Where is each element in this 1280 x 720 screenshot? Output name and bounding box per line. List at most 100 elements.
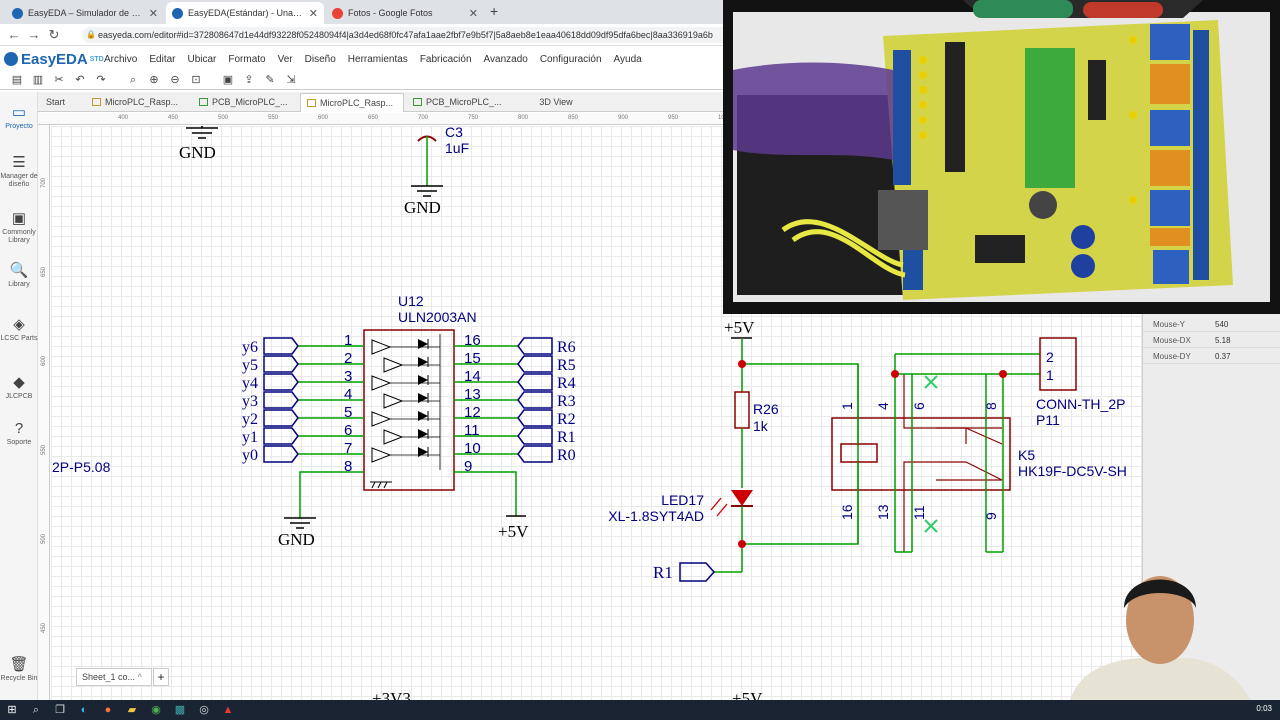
menu-9[interactable]: Avanzado: [483, 53, 528, 65]
net-flag-output[interactable]: [517, 391, 553, 409]
vcc-label: +5V: [498, 522, 529, 541]
connector-p11[interactable]: 2 1 CONN-TH_2P P11: [1036, 337, 1125, 428]
sidebar-item-4[interactable]: 🔍Library: [0, 262, 38, 289]
sidebar-item-3[interactable]: ▣Commonly Library: [0, 210, 38, 245]
sidebar-item-2[interactable]: ☰Manager de diseño: [0, 154, 38, 189]
app2-icon[interactable]: ◎: [199, 704, 209, 716]
resistor-r26[interactable]: R26 1k: [734, 391, 779, 434]
browser-tab-3[interactable]: Fotos - Google Fotos ✕: [326, 2, 484, 24]
file-icon[interactable]: ▤: [11, 73, 23, 86]
doc-tab-3[interactable]: PCB_MicroPLC_...: [193, 93, 297, 112]
url-text: easyeda.com/editor#id=372808647d1e44df93…: [98, 30, 713, 40]
browser-tab-1[interactable]: EasyEDA – Simulador de circuitos ✕: [6, 2, 164, 24]
doc-tab-4[interactable]: MicroPLC_Rasp...: [300, 93, 404, 112]
browser-tab-2[interactable]: EasyEDA(Estándar) - Una Simple ✕: [166, 2, 324, 24]
doc-tab-6[interactable]: 3D View: [516, 93, 596, 112]
menu-3[interactable]: Ubicar: [187, 53, 217, 65]
menu-5[interactable]: Ver: [277, 53, 293, 65]
close-icon[interactable]: ✕: [308, 7, 318, 20]
r26-value: 1k: [753, 418, 769, 434]
redo-icon[interactable]: ↷: [96, 73, 106, 86]
menu-7[interactable]: Herramientas: [347, 53, 408, 65]
menu-1[interactable]: Archivo: [104, 53, 138, 65]
share-icon[interactable]: ⇪: [244, 73, 254, 86]
net-flag-input[interactable]: [263, 373, 299, 391]
net-flag-output[interactable]: [517, 337, 553, 355]
chrome-icon[interactable]: ◉: [151, 704, 161, 716]
list-icon: ☰: [12, 154, 26, 171]
zoom-in-icon[interactable]: ⊕: [149, 73, 159, 86]
task-view-icon[interactable]: ❐: [55, 704, 65, 716]
back-icon[interactable]: ←: [7, 27, 21, 42]
relay-pin-bottom: 9: [983, 512, 999, 520]
net-flag-input[interactable]: [263, 427, 299, 445]
net-flag-input[interactable]: [263, 409, 299, 427]
net-flag-output[interactable]: [517, 409, 553, 427]
close-icon[interactable]: ✕: [148, 7, 158, 20]
doc-tab-2[interactable]: MicroPLC_Rasp...: [86, 93, 190, 112]
edge-icon[interactable]: ◐: [80, 704, 88, 716]
firefox-icon[interactable]: ●: [104, 704, 112, 716]
search-icon[interactable]: ⌕: [32, 704, 40, 716]
sidebar-label: JLCPCB: [5, 393, 33, 400]
add-sheet-button[interactable]: +: [153, 668, 169, 686]
left-sidebar: ▭Proyecto ☰Manager de diseño ▣Commonly Lib…: [0, 92, 38, 700]
menu-11[interactable]: Ayuda: [613, 53, 642, 65]
menu-2[interactable]: Editar: [149, 53, 176, 65]
doc-tab-5[interactable]: PCB_MicroPLC_...: [407, 93, 511, 112]
fit-icon[interactable]: ⊡: [191, 73, 201, 86]
led-led17[interactable]: LED17 XL-1.8SYT4AD: [608, 490, 753, 524]
net-flag-input[interactable]: [263, 445, 299, 463]
net-flag-input[interactable]: [263, 355, 299, 373]
close-icon[interactable]: ✕: [468, 7, 478, 20]
doc-tab-1[interactable]: Start: [40, 93, 84, 112]
gnd-symbol[interactable]: GND: [179, 126, 218, 162]
menu-4[interactable]: Formato: [228, 53, 266, 65]
search-icon[interactable]: ⌕: [129, 73, 137, 86]
net-flag-r1[interactable]: R1: [653, 562, 716, 582]
undo-icon[interactable]: ↶: [75, 73, 85, 86]
u12-left-pin: 4: [344, 386, 352, 403]
sidebar-item-6[interactable]: ◆JLCPCB: [0, 374, 38, 401]
net-flag-input[interactable]: [263, 391, 299, 409]
menu-6[interactable]: Diseño: [304, 53, 336, 65]
reload-icon[interactable]: ↻: [48, 26, 60, 42]
forward-icon[interactable]: →: [27, 27, 41, 42]
vcc-symbol[interactable]: +5V: [724, 318, 755, 392]
buffer-symbol: [371, 339, 392, 355]
sidebar-item-1[interactable]: ▭Proyecto: [0, 104, 38, 131]
save-icon[interactable]: ▥: [32, 73, 44, 86]
ruler-tick: 750: [468, 115, 479, 121]
ground-mark: [371, 481, 376, 489]
new-tab-button[interactable]: +: [490, 3, 499, 19]
net-flag-output[interactable]: [517, 427, 553, 445]
vcc-symbol[interactable]: +5V: [454, 471, 529, 541]
menu-8[interactable]: Fabricación: [419, 53, 472, 65]
net-flag-input[interactable]: [263, 337, 299, 355]
sheet-tab[interactable]: Sheet_1 co... ^: [76, 668, 152, 686]
gnd-symbol[interactable]: GND: [278, 471, 364, 549]
image-icon[interactable]: ▣: [222, 73, 234, 86]
export-icon[interactable]: ⇲: [286, 73, 296, 86]
menu-10[interactable]: Configuración: [539, 53, 602, 65]
output-net-label: R1: [557, 429, 576, 446]
sidebar-item-5[interactable]: ◈LCSC Parts: [0, 316, 38, 343]
cut-icon[interactable]: ✂: [54, 73, 64, 86]
ic-u12[interactable]: U12 ULN2003AN: [363, 293, 477, 491]
app-icon[interactable]: ▩: [174, 704, 186, 716]
ruler-tick: 800: [518, 115, 529, 121]
sidebar-item-8[interactable]: 🗑Recycle Bin: [0, 656, 38, 683]
capacitor-c3[interactable]: C3 1uF GND: [404, 124, 469, 217]
u12-left-pin: 6: [344, 422, 352, 439]
net-flag-output[interactable]: [517, 355, 553, 373]
net-flag-output[interactable]: [517, 373, 553, 391]
pcb-doc-icon: [413, 98, 422, 106]
sidebar-item-7[interactable]: ?Soporte: [0, 420, 38, 447]
windows-icon[interactable]: ⊞: [7, 704, 17, 716]
explorer-icon[interactable]: ▰: [127, 704, 137, 716]
net-flag-output[interactable]: [517, 445, 553, 463]
pdf-icon[interactable]: ▲: [222, 704, 234, 716]
zoom-out-icon[interactable]: ⊖: [170, 73, 180, 86]
tool-icon[interactable]: ✎: [265, 73, 275, 86]
